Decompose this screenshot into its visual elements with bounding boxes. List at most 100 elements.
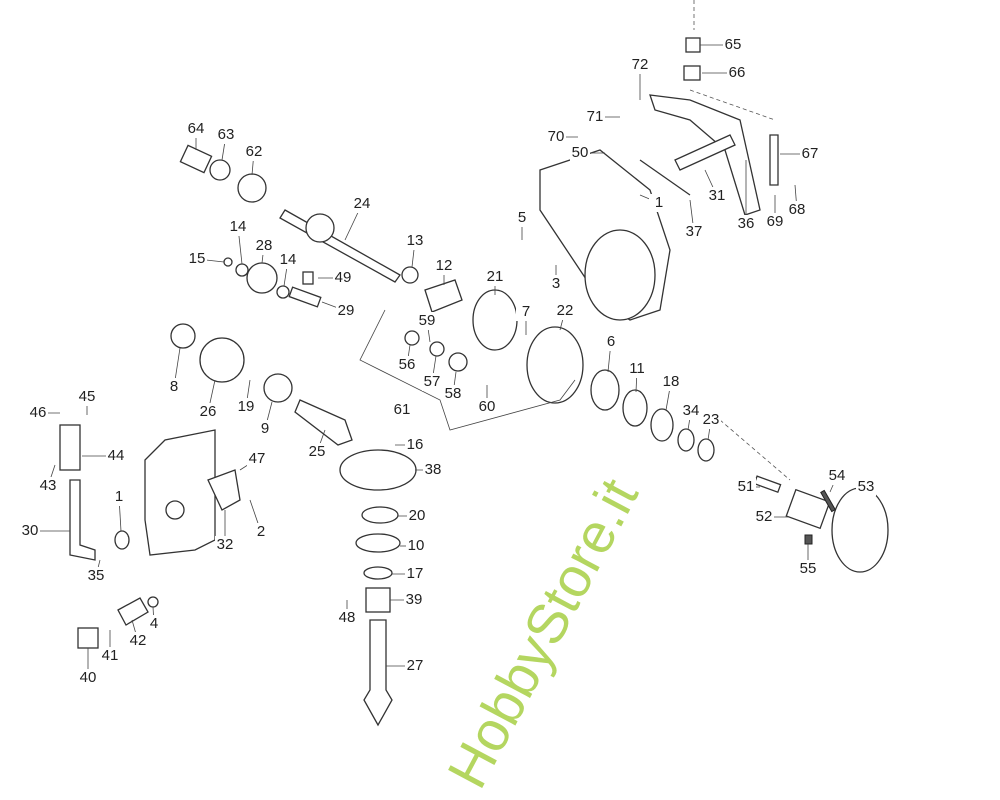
label-background (255, 420, 275, 438)
part-label-55: 55 (800, 560, 817, 577)
spring-37 (639, 159, 691, 196)
part-labels: 6566727170501673136376968532122761118342… (20, 36, 876, 687)
clutch-21 (472, 289, 518, 351)
label-background (649, 194, 669, 212)
label-background (405, 657, 425, 675)
part-label-37: 37 (686, 223, 703, 240)
bearing-8 (170, 323, 196, 349)
label-background (100, 647, 120, 665)
label-background (407, 507, 427, 525)
part-label-64: 64 (188, 120, 205, 137)
part-label-18: 18 (663, 373, 680, 390)
housing-bore (584, 229, 656, 321)
part-label-69: 69 (767, 213, 784, 230)
part-label-44: 44 (108, 447, 125, 464)
washer-14b (276, 285, 290, 299)
part-label-56: 56 (399, 356, 416, 373)
seal-11 (622, 389, 648, 427)
label-background (336, 302, 356, 320)
part-label-32: 32 (217, 536, 234, 553)
flange-53 (831, 487, 889, 573)
label-background (736, 215, 756, 233)
label-background (422, 373, 442, 391)
part-label-40: 40 (80, 669, 97, 686)
gear-24 (305, 213, 335, 243)
label-background (86, 567, 106, 585)
part-label-28: 28 (256, 237, 273, 254)
fitting-66 (683, 65, 701, 81)
grub-55 (804, 534, 813, 545)
label-background (405, 436, 425, 454)
part-label-43: 43 (40, 477, 57, 494)
label-background (701, 411, 721, 429)
part-label-51: 51 (738, 478, 755, 495)
part-label-1: 1 (115, 488, 123, 505)
part-label-42: 42 (130, 632, 147, 649)
part-label-36: 36 (738, 215, 755, 232)
part-label-25: 25 (309, 443, 326, 460)
part-label-60: 60 (479, 398, 496, 415)
part-label-68: 68 (789, 201, 806, 218)
part-label-2: 2 (257, 523, 265, 540)
part-label-11: 11 (629, 360, 645, 377)
label-background (546, 128, 566, 146)
washer-14a (235, 263, 249, 277)
part-label-59: 59 (419, 312, 436, 329)
bearing-9 (263, 373, 293, 403)
label-background (187, 250, 207, 268)
label-background (144, 615, 164, 633)
part-label-57: 57 (424, 373, 441, 390)
part-label-12: 12 (436, 257, 453, 274)
part-label-63: 63 (218, 126, 235, 143)
label-background (236, 398, 256, 416)
bushing-39 (365, 587, 391, 613)
part-label-31: 31 (709, 187, 726, 204)
part-label-61: 61 (394, 401, 411, 418)
circlip-18 (650, 408, 674, 442)
part-label-29: 29 (338, 302, 355, 319)
part-label-27: 27 (407, 657, 424, 674)
part-label-72: 72 (632, 56, 649, 73)
part-label-66: 66 (729, 64, 746, 81)
label-background (434, 257, 454, 275)
gear-22 (526, 326, 584, 404)
label-background (827, 467, 847, 485)
ring-57 (429, 341, 445, 357)
part-label-14: 14 (230, 218, 247, 235)
part-label-38: 38 (425, 461, 442, 478)
label-background (601, 333, 621, 351)
ring-63 (209, 159, 231, 181)
part-label-9: 9 (261, 420, 269, 437)
bearing-62 (237, 173, 267, 203)
part-drawings (59, 37, 889, 727)
washer-13 (401, 266, 419, 284)
bushing-65 (685, 37, 701, 53)
bearing-58 (448, 352, 468, 372)
label-background (585, 108, 605, 126)
label-background (307, 443, 327, 461)
part-label-35: 35 (88, 567, 105, 584)
part-label-14: 14 (280, 251, 297, 268)
label-background (417, 312, 437, 330)
part-label-53: 53 (858, 478, 875, 495)
part-label-8: 8 (170, 378, 178, 395)
part-label-13: 13 (407, 232, 424, 249)
label-background (247, 450, 267, 468)
part-label-21: 21 (487, 268, 504, 285)
part-label-10: 10 (408, 537, 425, 554)
part-label-71: 71 (587, 108, 604, 125)
part-label-39: 39 (406, 591, 423, 608)
label-background (727, 64, 747, 82)
part-label-7: 7 (522, 303, 530, 320)
seal-1 (114, 530, 130, 550)
label-background (216, 126, 236, 144)
label-background (397, 356, 417, 374)
label-background (106, 447, 126, 465)
label-background (228, 218, 248, 236)
label-background (723, 36, 743, 54)
label-background (278, 251, 298, 269)
label-background (798, 560, 818, 578)
label-background (546, 275, 566, 293)
label-background (512, 209, 532, 227)
part-label-22: 22 (557, 302, 574, 319)
